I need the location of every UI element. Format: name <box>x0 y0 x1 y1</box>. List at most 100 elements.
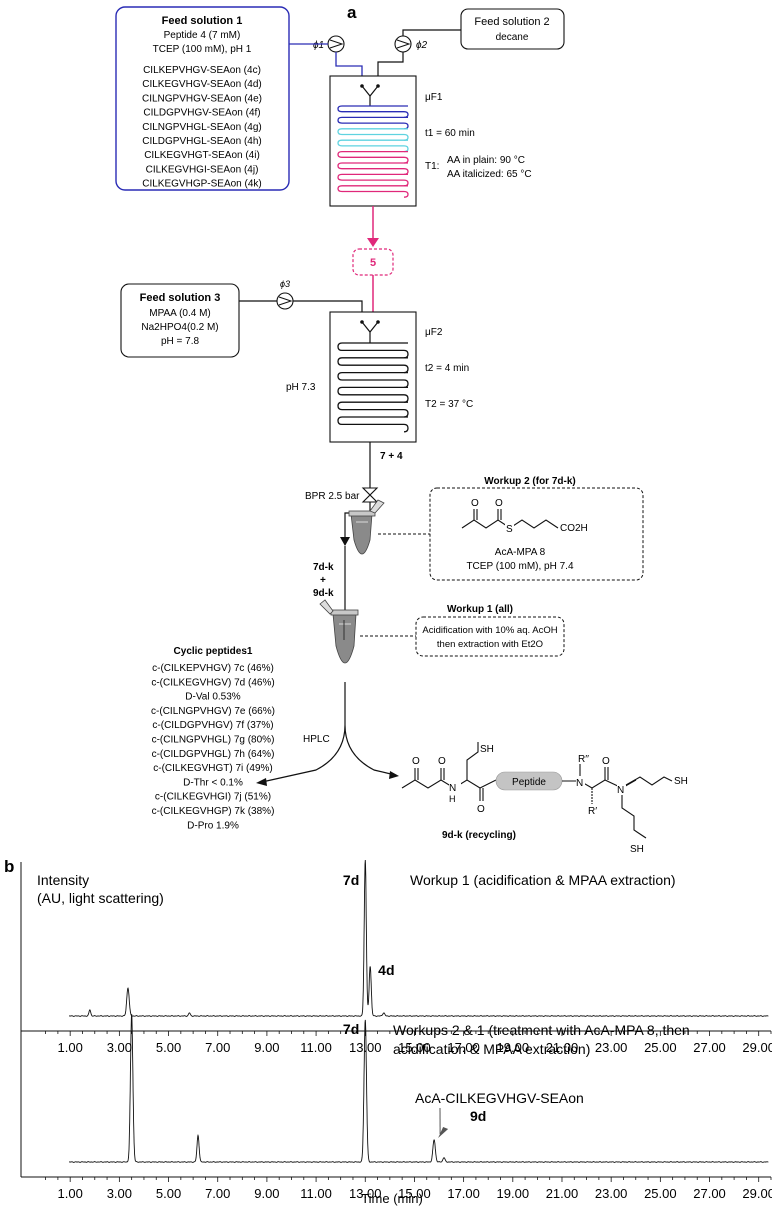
feed1-peptide-item: CILNGPVHGV-SEAon (4e) <box>142 93 262 104</box>
aca-o1: O <box>471 498 479 509</box>
coil-loop <box>337 416 409 433</box>
pump-1-label: ϕ1 <box>313 40 324 51</box>
cyclic-peptides-title: Cyclic peptides1 <box>174 646 253 657</box>
recycle-rprime: R′ <box>588 806 597 817</box>
x-tick-label: 3.00 <box>107 1040 132 1055</box>
feed3-title: Feed solution 3 <box>140 292 221 304</box>
recycle-r2prime: R′′ <box>578 754 589 765</box>
feed1-peptide-list: CILKEPVHGV-SEAon (4c)CILKEGVHGV-SEAon (4… <box>142 65 262 190</box>
hplc-right-arrowhead <box>389 771 399 779</box>
workup-2-conditions: TCEP (100 mM), pH 7.4 <box>466 561 574 572</box>
product-7-plus-4-label: 7 + 4 <box>380 451 403 462</box>
recycle-o2: O <box>438 756 446 767</box>
cyclic-peptide-item: c-(CILKEGVHGV) 7d (46%) <box>151 677 274 688</box>
reactor-1-temp-line-2: AA italicized: 65 °C <box>447 169 532 180</box>
cyclic-peptide-item: D-Val 0.53% <box>185 692 241 703</box>
x-tick-label: 13.00 <box>349 1186 382 1201</box>
reactor-2-ph: pH 7.3 <box>286 382 316 393</box>
x-tick-label: 9.00 <box>254 1040 279 1055</box>
pump-2-label: ϕ2 <box>416 40 428 51</box>
feed-solution-1-box: Feed solution 1 Peptide 4 (7 mM) TCEP (1… <box>115 6 290 191</box>
y-axis-label-line-1: Intensity <box>37 872 89 888</box>
x-tick-label: 21.00 <box>546 1040 579 1055</box>
peak-7d-label: 7d <box>343 872 359 888</box>
coil-loop <box>337 162 409 176</box>
reactor-1-temp-line-1: AA in plain: 90 °C <box>447 155 525 166</box>
reactor-1-name: μF1 <box>425 92 443 103</box>
cyclic-peptide-item: c-(CILNGPVHGV) 7e (66%) <box>151 706 275 717</box>
reactor-1-time: t1 = 60 min <box>425 128 475 139</box>
x-tick-label: 25.00 <box>644 1040 677 1055</box>
x-tick-label: 7.00 <box>205 1186 230 1201</box>
workup-2-compound: AcA-MPA 8 <box>495 547 546 558</box>
x-tick-label: 19.00 <box>497 1186 530 1201</box>
feed2-to-mixer-line <box>377 29 461 86</box>
workup-1-line-1: Acidification with 10% aq. AcOH <box>422 625 557 636</box>
feed1-peptide-item: CILKEGVHGT-SEAon (4i) <box>144 150 260 161</box>
panel-b-label: b <box>4 857 14 876</box>
workup-1-title: Workup 1 (all) <box>447 604 513 615</box>
y-axis-label-line-2: (AU, light scattering) <box>37 890 164 906</box>
recycling-structure-9dk: O O N H SH O Peptide N R′′ R′ O N SH SH … <box>401 742 688 855</box>
reactor1-outlet-arrow <box>367 238 379 247</box>
cyclic-peptide-item: c-(CILKEGVHGI) 7j (51%) <box>155 792 271 803</box>
aca-s: S <box>506 524 513 535</box>
x-tick-label: 29.00 <box>742 1186 772 1201</box>
collection-tube-1-icon <box>348 499 385 555</box>
recycle-h: H <box>449 794 456 804</box>
feed1-peptide-item: CILKEGVHGI-SEAon (4j) <box>146 164 259 175</box>
chromatogram-area: 1.00 3.00 5.00 7.00 9.00 11.00 13.00 15.00 17.00… <box>20 859 772 1201</box>
x-tick-label: 29.00 <box>742 1040 772 1055</box>
panel-a-label: a <box>347 3 357 22</box>
trace-2-title-line-2: acidification & MPAA extraction) <box>393 1041 590 1057</box>
reactor-2-name: μF2 <box>425 327 443 338</box>
feed1-peptide-item: CILDGPVHGL-SEAon (4h) <box>142 136 262 147</box>
pump-3-label: ϕ3 <box>280 279 290 289</box>
reactor-1 <box>329 75 417 207</box>
pump-1-icon <box>327 35 345 53</box>
x-tick-label: 1.00 <box>58 1040 83 1055</box>
feed1-line-2: TCEP (100 mM), pH 1 <box>153 44 252 55</box>
recycle-o3: O <box>477 804 485 815</box>
workup-2-box <box>429 487 644 581</box>
reactor-1-coil <box>337 105 409 198</box>
feed1-peptide-item: CILKEGVHGV-SEAon (4d) <box>142 79 262 90</box>
reactor-2-temp: T2 = 37 °C <box>425 399 473 410</box>
x-tick-label: 23.00 <box>595 1186 628 1201</box>
reactor-2-coil <box>337 342 409 433</box>
feed3-line-1: MPAA (0.4 M) <box>149 308 211 319</box>
feed3-line-2: Na2HPO4(0.2 M) <box>141 322 218 333</box>
reactor-2 <box>329 311 417 443</box>
pump-3-icon <box>276 292 294 310</box>
feed1-peptide-item: CILKEGVHGP-SEAon (4k) <box>142 179 261 190</box>
x-tick-label: 19.00 <box>497 1040 530 1055</box>
x-tick-label: 3.00 <box>107 1186 132 1201</box>
recycle-n-h: N <box>449 783 456 794</box>
recycle-name: 9d-k (recycling) <box>442 830 516 841</box>
cyclic-peptide-item: c-(CILNGPVHGL) 7g (80%) <box>152 735 275 746</box>
recycle-n2: N <box>576 778 583 789</box>
x-tick-label: 11.00 <box>300 1186 332 1201</box>
coil-loop <box>337 173 409 187</box>
x-tick-label: 5.00 <box>156 1040 181 1055</box>
x-tick-label: 23.00 <box>595 1040 628 1055</box>
cyclic-peptide-item: c-(CILKEGVHGT) 7i (49%) <box>153 763 272 774</box>
coil-loop <box>337 185 409 198</box>
recycle-sh-2: SH <box>674 776 688 787</box>
peak-4d-label: 4d <box>378 962 394 978</box>
intermediate-5-label: 5 <box>370 257 376 269</box>
feed1-peptide-item: CILDGPVHGV-SEAon (4f) <box>143 108 260 119</box>
peak-9d-label: 9d <box>470 1108 486 1124</box>
x-tick-label: 17.00 <box>447 1186 480 1201</box>
coil-loop <box>337 139 409 153</box>
aca-co2h: CO2H <box>560 523 588 534</box>
peptide-pill-label: Peptide <box>512 777 546 788</box>
x-tick-label: 15.00 <box>398 1186 431 1201</box>
mixture-9dk-label: 9d-k <box>313 588 334 599</box>
mixture-7dk-label: 7d-k <box>313 562 334 573</box>
cyclic-peptide-list: c-(CILKEPVHGV) 7c (46%)c-(CILKEGVHGV) 7d… <box>151 663 275 831</box>
coil-loop <box>337 116 409 130</box>
recycle-sh-3: SH <box>630 844 644 855</box>
x-tick-label: 27.00 <box>693 1040 726 1055</box>
